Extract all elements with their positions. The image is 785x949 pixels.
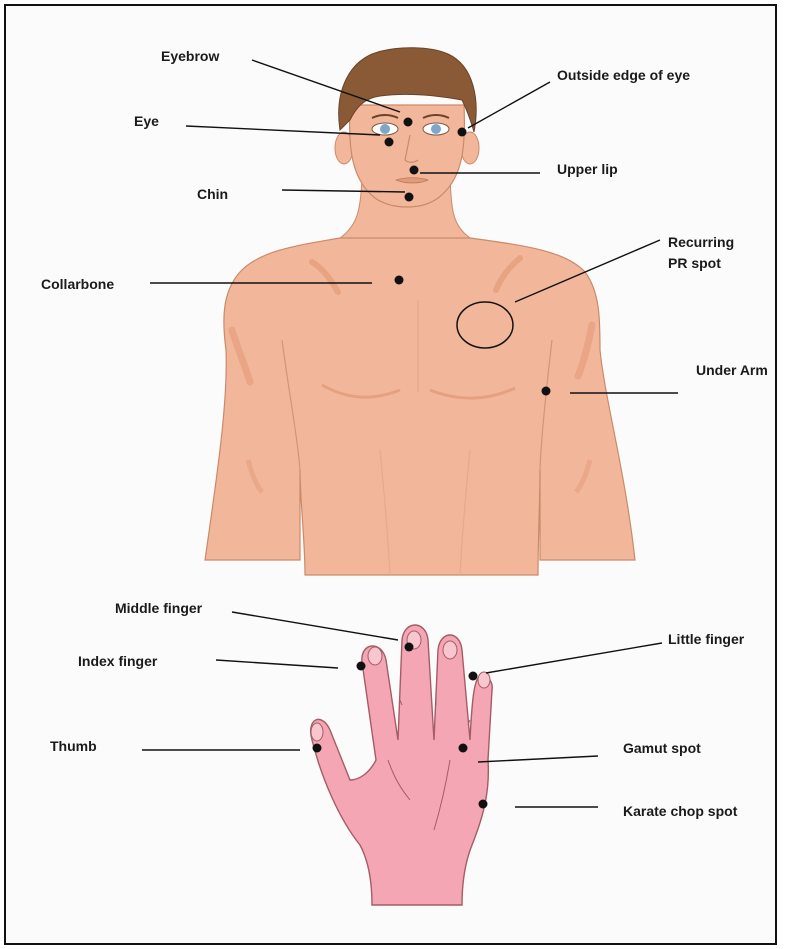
hand-figure [311, 625, 493, 905]
thumb-nail [311, 723, 323, 741]
label-under-arm: Under Arm [696, 361, 768, 379]
label-karate-chop-spot: Karate chop spot [623, 802, 737, 820]
torso-figure [205, 180, 635, 575]
little-nail [478, 672, 490, 688]
eyebrow-point [404, 118, 413, 127]
label-eye: Eye [134, 112, 159, 130]
label-gamut-spot: Gamut spot [623, 739, 701, 757]
gamut-spot-leader [478, 756, 598, 762]
thumb-point [313, 744, 322, 753]
middle-finger-leader [232, 612, 398, 640]
label-little-finger: Little finger [668, 630, 744, 648]
outside-edge-leader [468, 82, 550, 128]
middle-finger-point [405, 643, 414, 652]
index-nail [368, 647, 382, 665]
ring-nail [443, 641, 457, 659]
left-eye-iris [380, 124, 390, 134]
torso [205, 238, 635, 575]
label-chin: Chin [197, 185, 228, 203]
little-finger-leader [486, 643, 662, 673]
eye-point [385, 138, 394, 147]
label-middle-finger: Middle finger [115, 599, 202, 617]
index-finger-leader [216, 660, 338, 668]
gamut-spot-point [459, 744, 468, 753]
hand [311, 625, 493, 905]
chin-point [405, 193, 414, 202]
label-eyebrow: Eyebrow [161, 47, 219, 65]
label-recurring-line1: Recurring [668, 233, 734, 251]
outside-edge-of-eye-point [458, 128, 467, 137]
label-thumb: Thumb [50, 737, 97, 755]
collarbone-point [395, 276, 404, 285]
label-pr-spot-line2: PR spot [668, 254, 721, 272]
under-arm-point [542, 387, 551, 396]
index-finger-point [357, 662, 366, 671]
label-collarbone: Collarbone [41, 275, 114, 293]
label-index-finger: Index finger [78, 652, 157, 670]
label-outside-edge-of-eye: Outside edge of eye [557, 66, 690, 84]
head-figure [335, 48, 479, 207]
karate-chop-spot-point [479, 800, 488, 809]
label-upper-lip: Upper lip [557, 160, 618, 178]
right-eye-iris [431, 124, 441, 134]
little-finger-point [469, 672, 478, 681]
upper-lip-point [410, 166, 419, 175]
